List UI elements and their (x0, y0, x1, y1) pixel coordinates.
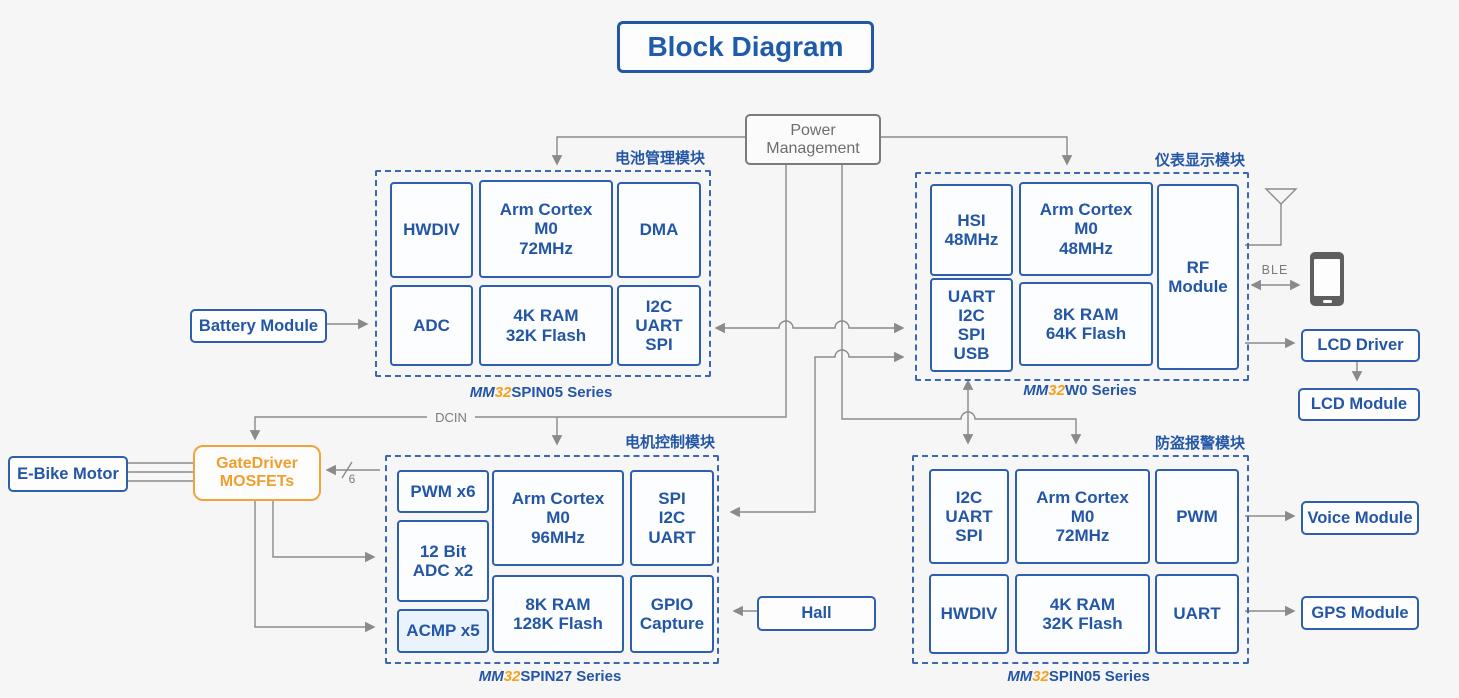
power-management-box: Power Management (745, 114, 881, 165)
battery-management-module: HWDIV Arm Cortex M0 72MHz DMA ADC 4K RAM… (375, 170, 711, 377)
chip-dma: DMA (617, 182, 701, 278)
antenna-icon (1264, 188, 1298, 205)
chip-uart-i2c-spi-usb: UART I2C SPI USB (930, 278, 1013, 372)
chip-cortex-m0-48mhz: Arm Cortex M0 48MHz (1019, 182, 1153, 276)
gatedriver-mosfets-box: GateDriver MOSFETs (193, 445, 321, 501)
smartphone-icon (1310, 252, 1344, 306)
chip-acmp-x5: ACMP x5 (397, 609, 489, 653)
battery-module-header: 电池管理模块 (614, 150, 705, 167)
smartphone-home-button (1322, 300, 1332, 303)
chip-gpio-capture: GPIO Capture (630, 575, 714, 653)
anti-theft-alarm-module: I2C UART SPI Arm Cortex M0 72MHz PWM HWD… (912, 455, 1249, 664)
chip-4k-ram-32k-flash: 4K RAM 32K Flash (1015, 574, 1150, 654)
dcin-label: DCIN (427, 409, 475, 426)
chip-hwdiv: HWDIV (390, 182, 473, 278)
battery-series-label: MM32SPIN05 Series (469, 384, 613, 401)
chip-rf-module: RF Module (1157, 184, 1239, 370)
chip-uart: UART (1155, 574, 1239, 654)
chip-hwdiv: HWDIV (929, 574, 1009, 654)
chip-4k-ram-32k-flash: 4K RAM 32K Flash (479, 285, 613, 366)
lcd-driver-box: LCD Driver (1301, 329, 1420, 362)
chip-cortex-m0-96mhz: Arm Cortex M0 96MHz (492, 470, 624, 566)
lcd-module-box: LCD Module (1298, 388, 1420, 421)
chip-spi-i2c-uart: SPI I2C UART (630, 470, 714, 566)
motor-control-module: PWM x6 12 Bit ADC x2 ACMP x5 Arm Cortex … (385, 455, 719, 664)
display-series-label: MM32W0 Series (1023, 382, 1137, 399)
ebike-motor-box: E-Bike Motor (8, 456, 128, 492)
chip-cortex-m0-72mhz: Arm Cortex M0 72MHz (1015, 469, 1150, 564)
alarm-series-label: MM32SPIN05 Series (1007, 668, 1150, 685)
chip-pwm-x6: PWM x6 (397, 470, 489, 513)
ble-label: BLE (1255, 263, 1295, 277)
voice-module-box: Voice Module (1301, 501, 1419, 535)
chip-cortex-m0-72mhz: Arm Cortex M0 72MHz (479, 180, 613, 278)
alarm-module-header: 防盗报警模块 (1154, 435, 1245, 452)
chip-8k-ram-64k-flash: 8K RAM 64K Flash (1019, 282, 1153, 366)
motor-module-header: 电机控制模块 (624, 434, 715, 451)
chip-adc: ADC (390, 285, 473, 366)
bus-width-label: 6 (348, 472, 356, 486)
display-module-header: 仪表显示模块 (1154, 152, 1245, 169)
battery-module-box: Battery Module (190, 309, 327, 343)
gps-module-box: GPS Module (1301, 596, 1419, 630)
chip-pwm: PWM (1155, 469, 1239, 564)
chip-i2c-uart-spi: I2C UART SPI (929, 469, 1009, 564)
chip-i2c-uart-spi: I2C UART SPI (617, 285, 701, 366)
instrument-display-module: HSI 48MHz Arm Cortex M0 48MHz RF Module … (915, 172, 1249, 381)
chip-hsi-48mhz: HSI 48MHz (930, 184, 1013, 276)
chip-8k-ram-128k-flash: 8K RAM 128K Flash (492, 575, 624, 653)
chip-12bit-adc-x2: 12 Bit ADC x2 (397, 520, 489, 602)
hall-box: Hall (757, 596, 876, 631)
diagram-title: Block Diagram (617, 21, 874, 73)
smartphone-screen (1314, 259, 1340, 296)
motor-series-label: MM32SPIN27 Series (478, 668, 622, 685)
